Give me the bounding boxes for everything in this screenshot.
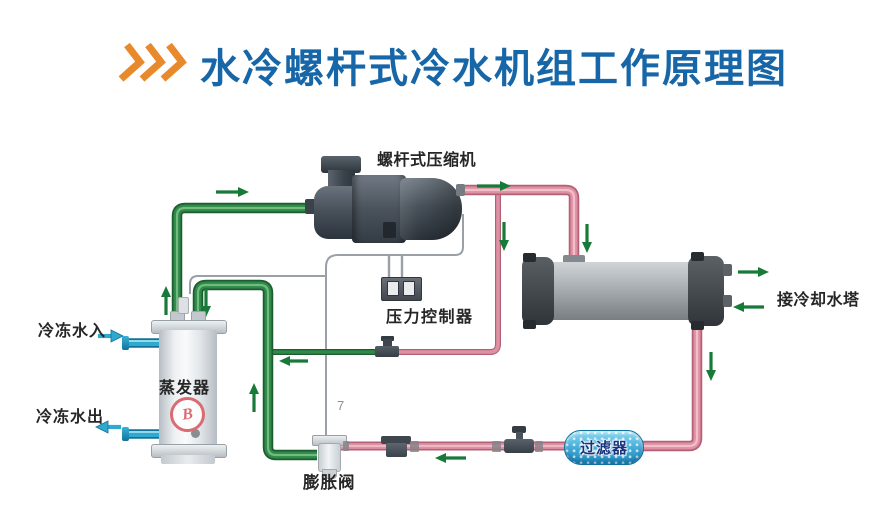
flow-arrow-liquid-left: [435, 453, 466, 463]
pipe-coupling: [410, 441, 419, 452]
evaporator-foot: [161, 455, 215, 464]
flow-arrow-bypass-left: [279, 356, 308, 366]
suction-pipe: [171, 202, 317, 327]
flow-arrow-suction-right: [216, 187, 249, 197]
compressor-bottom-fitting: [383, 222, 396, 238]
pipe-coupling: [343, 441, 349, 451]
chilled-water-in-pipe: [126, 338, 163, 348]
condenser-inlet-flange: [563, 255, 585, 264]
flow-arrow-bypass-down: [499, 222, 509, 251]
flow-arrow-discharge-right: [477, 181, 511, 191]
cooling-tower-label: 接冷却水塔: [777, 292, 860, 309]
chilled-water-out-arrow: [95, 420, 121, 434]
filter-label: 过滤器: [579, 440, 628, 457]
chilled-water-in-arrow: [98, 329, 124, 343]
bypass-valve-cap: [381, 336, 394, 341]
evaporator-drain-port: [191, 429, 200, 438]
evaporator-logo-glyph: B: [180, 404, 194, 424]
bypass-valve-stem: [383, 339, 392, 348]
flow-arrow-tower-in-right: [738, 267, 769, 277]
pressure-controller-label: 压力控制器: [386, 309, 474, 326]
sight-glass-top-plate: [381, 436, 411, 444]
filter: 过滤器: [564, 430, 644, 465]
condenser-water-nozzle: [723, 264, 732, 276]
bypass-valve-body: [375, 346, 399, 357]
flow-arrow-suction-up: [161, 286, 171, 315]
shutoff-valve-body: [504, 439, 534, 453]
evaporator-label: 蒸发器: [159, 380, 211, 397]
bypass-pipe: [272, 192, 501, 355]
compressor-main-barrel: [400, 178, 462, 240]
chilled-water-in-flange: [122, 336, 129, 350]
flow-arrow-injection-up: [249, 383, 259, 412]
injection-pipe: [192, 279, 317, 461]
title-chevrons-icon: [118, 42, 187, 82]
compressor-discharge-port: [456, 184, 465, 196]
page-title: 水冷螺杆式冷水机组工作原理图: [200, 47, 788, 91]
controller-capillary-line: [325, 214, 464, 436]
condenser-shell: [538, 262, 694, 320]
expansion-valve-label: 膨胀阀: [303, 474, 356, 492]
pressure-controller-window: [387, 281, 399, 296]
condenser-cap-bolt: [523, 253, 536, 262]
shutoff-valve-stem: [516, 432, 523, 440]
flow-arrow-tower-out-left: [733, 302, 764, 312]
expansion-valve-body: [318, 443, 341, 472]
chilled-water-in-label: 冷冻水入: [38, 323, 107, 340]
chilled-water-out-flange: [122, 427, 129, 441]
shutoff-valve-cap: [512, 426, 526, 433]
condenser-water-nozzle: [723, 295, 732, 307]
flow-arrow-condenser-in-down: [582, 224, 592, 253]
pressure-controller-window: [403, 281, 415, 296]
pipe-coupling: [535, 441, 543, 452]
compressor-suction-port: [305, 199, 316, 214]
condenser-left-cap: [522, 253, 554, 329]
condenser-cap-bolt: [691, 252, 704, 261]
sensing-bulb-line: [189, 275, 326, 294]
chilled-water-out-pipe: [126, 429, 163, 439]
condenser-right-cap: [688, 252, 732, 330]
compressor-label: 螺杆式压缩机: [377, 152, 477, 169]
sight-glass-body: [386, 443, 407, 457]
compressor-elbow-cap: [321, 156, 361, 173]
compressor-mid-section: [352, 175, 406, 243]
condenser-cap-bolt: [523, 320, 536, 329]
controller-wires: [387, 255, 404, 278]
discharge-pipe: [458, 184, 580, 264]
pipe-coupling: [492, 441, 501, 452]
chilled-water-out-label: 冷冻水出: [36, 409, 105, 426]
condenser-cap-bolt: [691, 321, 704, 330]
flow-arrow-condenser-out-down: [706, 352, 716, 381]
pressure-controller: [381, 277, 422, 301]
sensing-bulb: [178, 297, 189, 314]
capillary-mark: 7: [337, 398, 345, 413]
expansion-valve-tip: [322, 469, 337, 479]
flow-arrow-into-evaporator-down: [201, 288, 211, 317]
